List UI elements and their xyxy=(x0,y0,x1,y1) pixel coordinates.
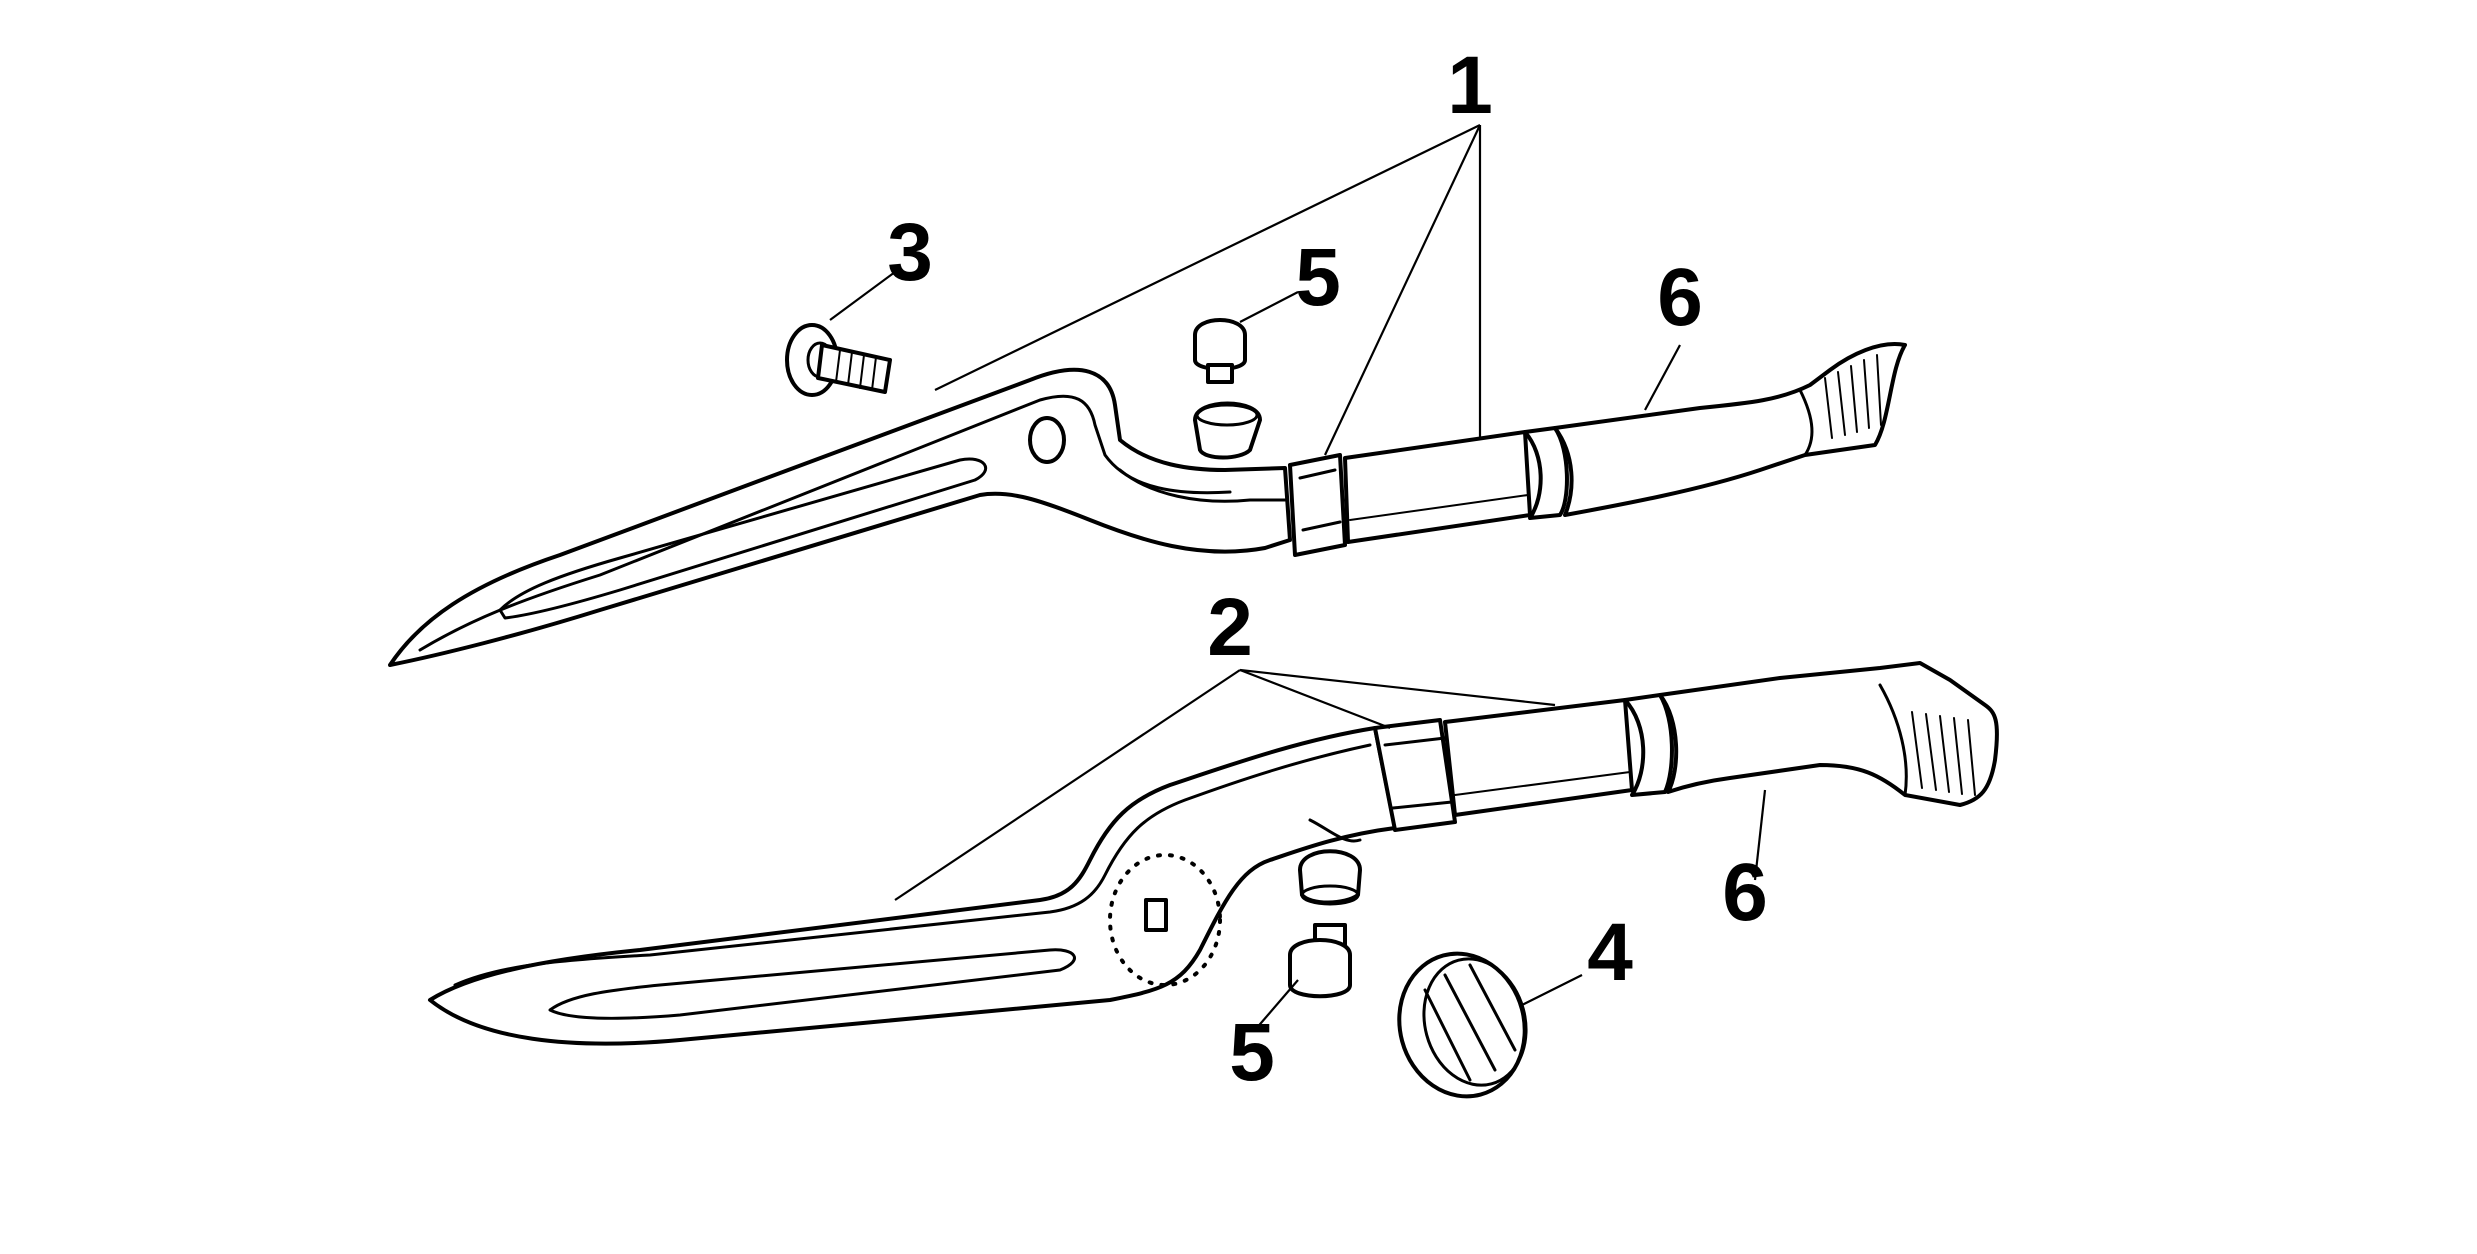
upper-pivot-hole xyxy=(1028,416,1066,464)
upper-blade-edge-line xyxy=(418,394,1232,652)
lower-blade-edge-line xyxy=(453,743,1372,987)
lower-bumper-mount xyxy=(1308,818,1362,843)
upper-bumper-stop xyxy=(1193,318,1247,384)
lower-bumper-stop xyxy=(1288,923,1352,999)
lower-collar xyxy=(1623,693,1674,797)
callout-2: 2 xyxy=(1207,582,1253,673)
upper-handle-tube xyxy=(1343,430,1532,544)
lower-bumper-seat xyxy=(1298,849,1362,906)
callout-5-upper: 5 xyxy=(1295,232,1341,323)
leader-lines xyxy=(829,124,1767,1031)
upper-ferrule xyxy=(1288,453,1347,557)
lower-handle-grip xyxy=(1658,661,1999,807)
upper-handle-grip xyxy=(1553,342,1907,517)
upper-blade-slot xyxy=(498,457,988,620)
upper-neck xyxy=(1118,468,1287,503)
callout-1: 1 xyxy=(1447,40,1493,131)
lower-blade-slot xyxy=(548,948,1076,1020)
upper-blade xyxy=(388,367,1292,667)
lower-handle-tube xyxy=(1443,698,1634,817)
lower-pivot-area xyxy=(1108,853,1222,987)
callout-4: 4 xyxy=(1587,907,1633,998)
upper-bumper-seat xyxy=(1193,401,1262,460)
callout-6-lower: 6 xyxy=(1722,847,1768,938)
lower-blade-assembly xyxy=(428,661,1999,1046)
callout-6-upper: 6 xyxy=(1657,252,1703,343)
pivot-bolt xyxy=(785,323,892,397)
upper-blade-assembly xyxy=(388,342,1907,667)
callout-3: 3 xyxy=(887,207,933,298)
lower-square-hole xyxy=(1144,898,1168,932)
lower-blade xyxy=(428,726,1397,1046)
pivot-nut xyxy=(1397,951,1528,1099)
upper-collar xyxy=(1523,426,1569,520)
callout-5-lower: 5 xyxy=(1229,1007,1275,1098)
